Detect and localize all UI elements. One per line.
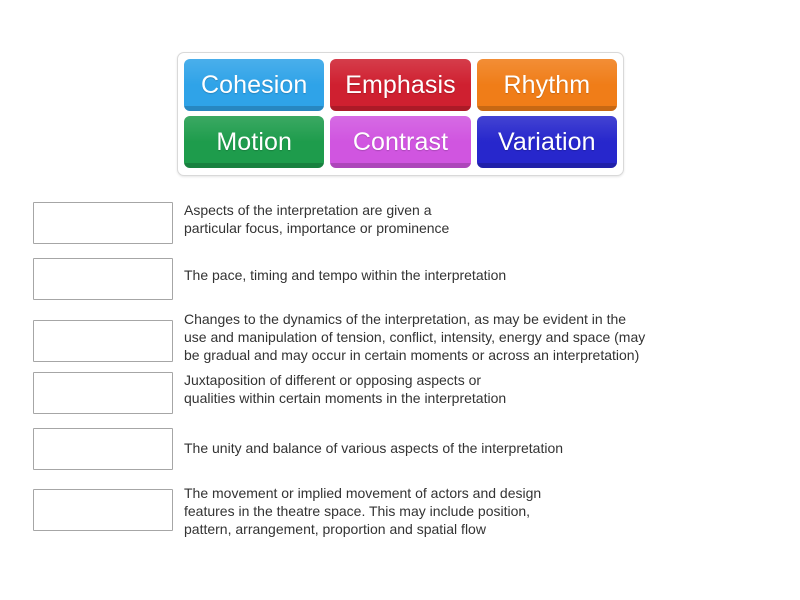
question-line: pattern, arrangement, proportion and spa… (184, 521, 486, 537)
tile-label: Emphasis (345, 70, 456, 99)
tile-emphasis[interactable]: Emphasis (330, 59, 471, 111)
question-line: The movement or implied movement of acto… (184, 485, 542, 501)
tile-rhythm[interactable]: Rhythm (476, 59, 617, 111)
dropzone-2[interactable] (33, 258, 173, 300)
question-text-6: The movement or implied movement of acto… (184, 480, 541, 538)
question-row: Changes to the dynamics of the interpret… (33, 308, 773, 366)
question-text-4: Juxtaposition of different or opposing a… (184, 366, 506, 407)
question-line: The unity and balance of various aspects… (184, 440, 564, 456)
tile-contrast[interactable]: Contrast (330, 116, 471, 168)
tile-label: Variation (497, 127, 596, 156)
tile-motion[interactable]: Motion (184, 116, 325, 168)
tile-row-2: Motion Contrast Variation (184, 116, 617, 168)
question-line: be gradual and may occur in certain mome… (184, 347, 640, 363)
tile-label: Motion (216, 127, 292, 156)
tile-row-1: Cohesion Emphasis Rhythm (184, 59, 617, 111)
question-row: The unity and balance of various aspects… (33, 424, 773, 480)
tile-label: Rhythm (503, 70, 591, 99)
dropzone-1[interactable] (33, 202, 173, 244)
question-list: Aspects of the interpretation are given … (33, 196, 773, 538)
question-line: The pace, timing and tempo within the in… (184, 267, 507, 283)
question-line: particular focus, importance or prominen… (184, 220, 450, 236)
question-line: Aspects of the interpretation are given … (184, 202, 432, 218)
question-line: features in the theatre space. This may … (184, 503, 531, 519)
tile-label: Cohesion (200, 70, 308, 99)
question-line: use and manipulation of tension, conflic… (184, 329, 646, 345)
question-row: Aspects of the interpretation are given … (33, 196, 773, 252)
dropzone-4[interactable] (33, 372, 173, 414)
answer-tile-tray: Cohesion Emphasis Rhythm Motion Contrast… (177, 52, 624, 176)
question-line: Juxtaposition of different or opposing a… (184, 372, 482, 388)
dropzone-6[interactable] (33, 489, 173, 531)
question-line: qualities within certain moments in the … (184, 390, 507, 406)
tile-label: Contrast (352, 127, 449, 156)
dropzone-5[interactable] (33, 428, 173, 470)
tile-cohesion[interactable]: Cohesion (184, 59, 325, 111)
question-text-1: Aspects of the interpretation are given … (184, 196, 449, 237)
dropzone-3[interactable] (33, 320, 173, 362)
question-row: The pace, timing and tempo within the in… (33, 252, 773, 308)
question-line: Changes to the dynamics of the interpret… (184, 311, 627, 327)
question-text-3: Changes to the dynamics of the interpret… (184, 308, 645, 364)
question-text-5: The unity and balance of various aspects… (184, 424, 563, 457)
question-row: Juxtaposition of different or opposing a… (33, 366, 773, 424)
question-row: The movement or implied movement of acto… (33, 480, 773, 538)
tile-variation[interactable]: Variation (476, 116, 617, 168)
question-text-2: The pace, timing and tempo within the in… (184, 252, 506, 284)
